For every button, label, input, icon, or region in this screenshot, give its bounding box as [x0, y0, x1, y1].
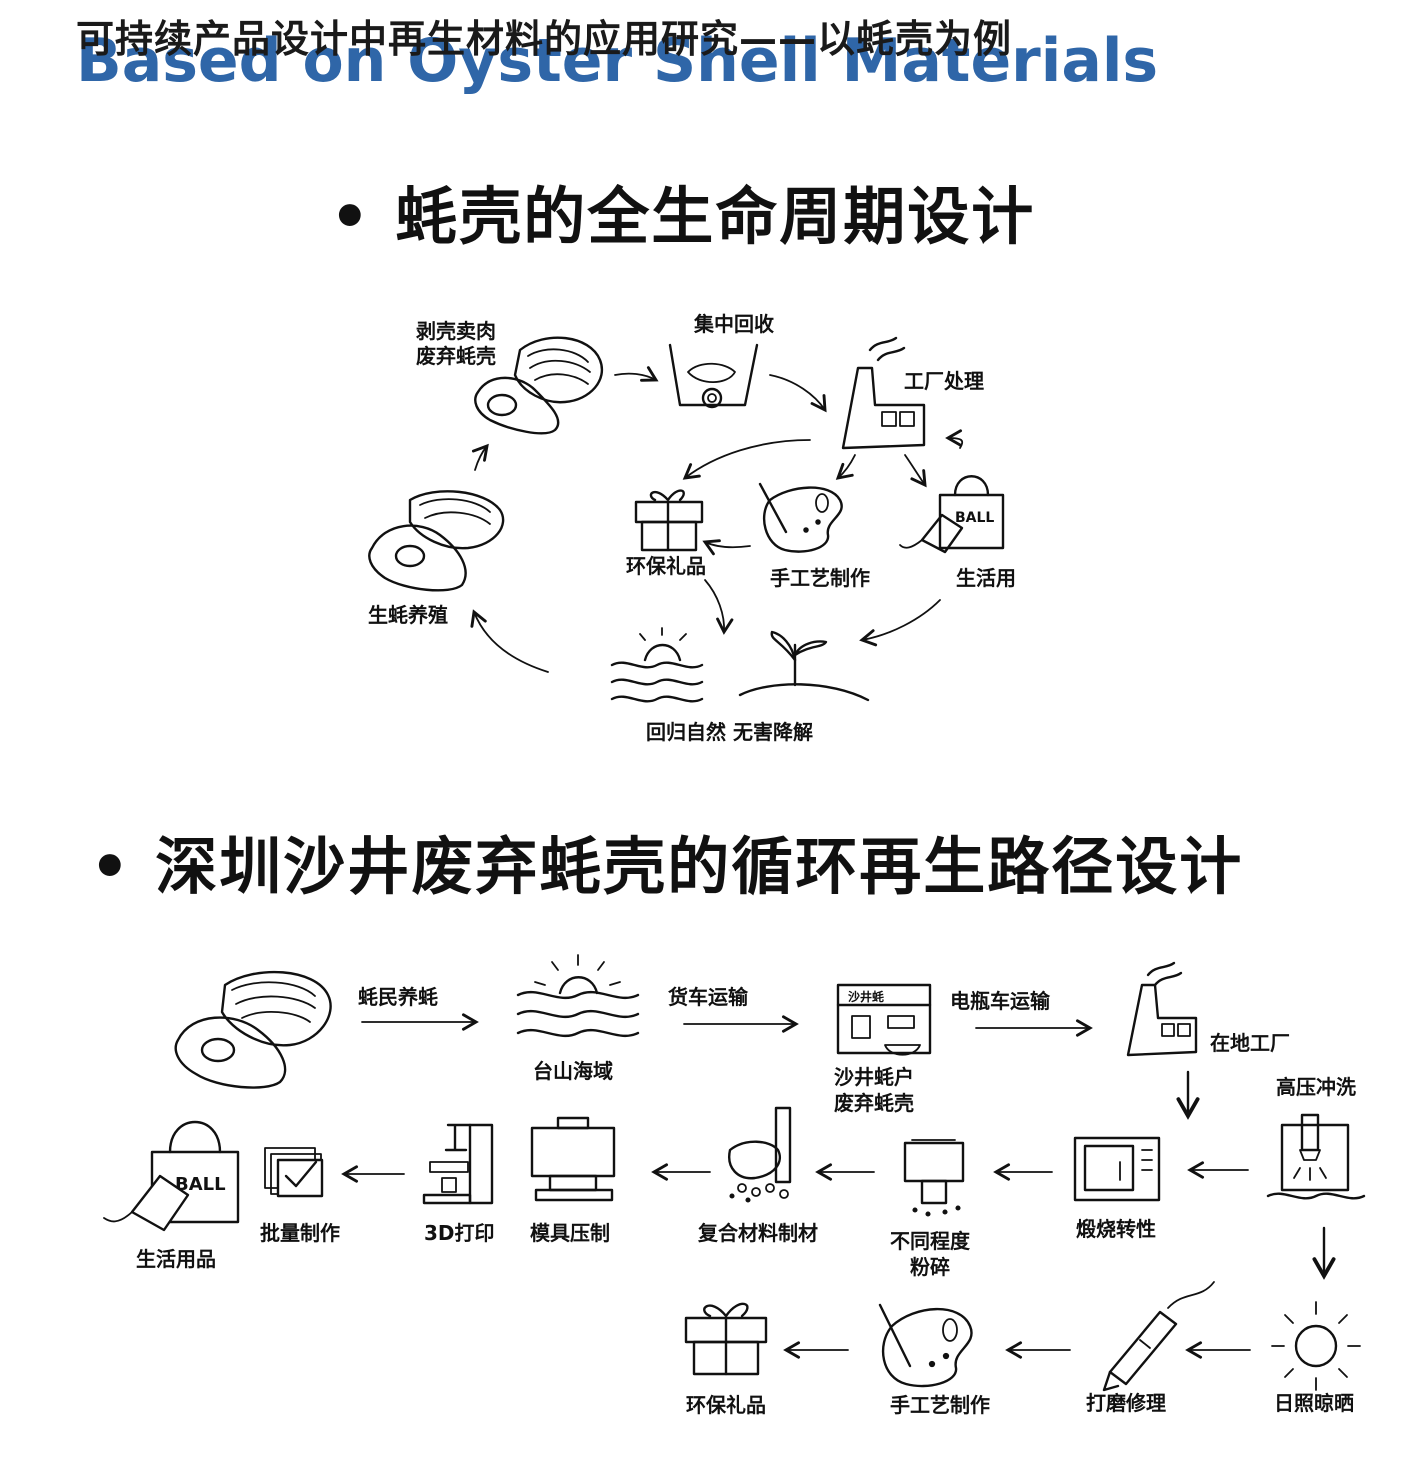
bag-text-2: BALL: [175, 1174, 226, 1195]
lifecycle-arrows: [470, 366, 964, 673]
label-household-1: 沙井蚝户: [834, 1065, 914, 1089]
section1-title: • 蚝壳的全生命周期设计: [330, 180, 1036, 253]
label-daily: 生活用: [956, 566, 1016, 590]
sea-sun-icon: [516, 954, 640, 1038]
composite-material-icon: [728, 1106, 792, 1203]
bag-text: BALL: [955, 510, 994, 526]
label-factory: 工厂处理: [904, 369, 984, 393]
label-craft: 手工艺制作: [770, 566, 870, 590]
label-gift: 环保礼品: [626, 554, 706, 578]
header-title-cn: 可持续产品设计中再生材料的应用研究——以蚝壳为例: [76, 17, 1013, 61]
factory-icon: [841, 336, 926, 450]
label-shuck-2: 废弃蚝壳: [416, 344, 496, 368]
3d-printer-icon: [422, 1123, 494, 1205]
polishing-tool-icon: [1102, 1281, 1215, 1392]
batch-production-icon: [264, 1147, 324, 1198]
label-calcine: 煅烧转性: [1076, 1217, 1156, 1241]
sea-sunset-icon: [610, 627, 704, 703]
label-household-2: 废弃蚝壳: [834, 1091, 914, 1115]
label-crush-2: 粉碎: [910, 1255, 950, 1279]
section2-title: • 深圳沙井废弃蚝壳的循环再生路径设计: [90, 830, 1244, 903]
label-arrow-truck: 货车运输: [668, 985, 748, 1009]
label-3dprint: 3D打印: [424, 1221, 495, 1245]
gift-box-icon: [634, 489, 704, 552]
label-composite: 复合材料制材: [698, 1221, 818, 1245]
label-sun: 日照晾晒: [1274, 1391, 1354, 1415]
collection-bin-icon: [668, 343, 759, 409]
local-factory-icon: [1126, 961, 1198, 1057]
label-farm: 生蚝养殖: [368, 603, 448, 627]
household-shop-icon: 沙井蚝: [836, 983, 932, 1056]
sprout-icon: [738, 630, 870, 702]
shop-sign-text: 沙井蚝: [848, 989, 884, 1004]
oyster-icon: [174, 970, 332, 1089]
mold-press-icon: [530, 1116, 616, 1202]
sun-icon: [1271, 1301, 1361, 1391]
kiln-oven-icon: [1073, 1136, 1161, 1202]
label-daily-goods: 生活用品: [136, 1247, 216, 1271]
gift-box-icon-2: [684, 1302, 768, 1376]
shopping-bag-icon: BALL: [899, 475, 1005, 554]
label-arrow-ebike: 电瓶车运输: [950, 989, 1050, 1013]
oyster-farming-icon: [368, 490, 505, 592]
daily-goods-bag-icon: BALL: [103, 1120, 240, 1232]
label-batch: 批量制作: [260, 1221, 340, 1245]
label-shuck-1: 剥壳卖肉: [416, 319, 496, 343]
label-local-factory: 在地工厂: [1210, 1031, 1290, 1055]
crusher-icon: [903, 1139, 965, 1217]
label-arrow-farming: 蚝民养蚝: [358, 985, 438, 1009]
label-gift-2: 环保礼品: [686, 1393, 766, 1417]
craft-palette-icon-2: [878, 1303, 973, 1388]
label-nature: 回归自然 无害降解: [646, 720, 813, 744]
header-title-en: Based on Oyster Shell Materials: [76, 26, 1159, 96]
label-crush-1: 不同程度: [890, 1229, 970, 1253]
label-craft-2: 手工艺制作: [890, 1393, 990, 1417]
label-mold: 模具压制: [530, 1221, 610, 1245]
label-wash: 高压冲洗: [1276, 1075, 1356, 1099]
pressure-wash-icon: [1266, 1113, 1366, 1200]
shucked-oyster-icon: [474, 336, 603, 435]
label-sea: 台山海域: [533, 1059, 613, 1083]
craft-palette-icon: [758, 482, 843, 553]
label-polish: 打磨修理: [1086, 1391, 1166, 1415]
label-collect: 集中回收: [694, 312, 774, 336]
